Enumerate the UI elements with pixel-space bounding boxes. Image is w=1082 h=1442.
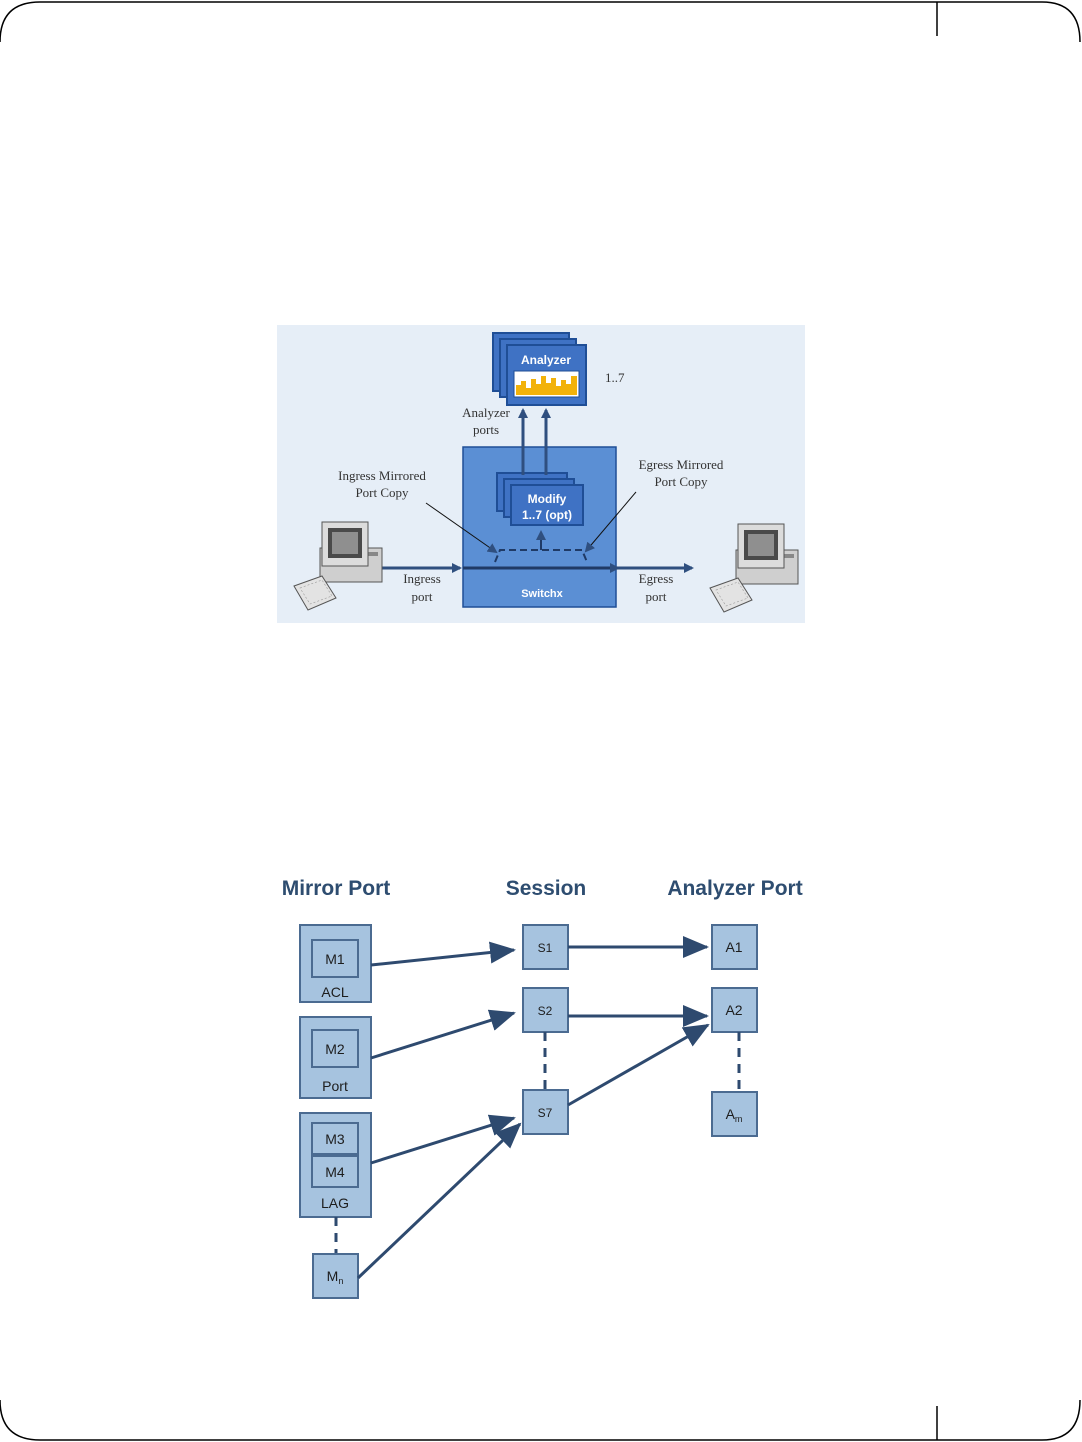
ingress-callout-line <box>425 502 498 554</box>
analyzer-a2 <box>711 987 758 1033</box>
analyzer-count: 1..7 <box>605 370 625 385</box>
modify-label-line1: Modify <box>528 492 567 506</box>
switch-label: Switchx <box>521 588 563 600</box>
analyzer-am <box>711 1091 758 1137</box>
mirror-port-m1-label: M1 <box>325 951 345 967</box>
egress-computer-icon <box>709 523 799 613</box>
analyzer-a2-label: A2 <box>725 1002 742 1018</box>
arrow-m2-to-s2 <box>370 1009 516 1060</box>
ingress-computer-icon <box>293 521 383 611</box>
analyzer-a1-label: A1 <box>725 939 742 955</box>
port-mirroring-figure: Analyzer 1..7 Analyzer ports Switchx Mod… <box>277 325 805 623</box>
egress-port-label-line2: port <box>646 589 667 604</box>
modify-label-line2: 1..7 (opt) <box>522 508 572 522</box>
mirror-port-m2 <box>311 1029 359 1068</box>
analyzer-label: Analyzer <box>521 353 571 367</box>
mirror-port-m2-label: M2 <box>325 1041 345 1057</box>
analyzer-a1 <box>711 924 758 970</box>
egress-mirrored-label-line2: Port Copy <box>654 474 708 489</box>
egress-mirrored-label-line1: Egress Mirrored <box>639 457 724 472</box>
analyzer-ports-label-line2: ports <box>473 422 499 437</box>
modify-stack: Modify 1..7 (opt) <box>496 472 584 526</box>
session-s1 <box>522 924 569 970</box>
mirror-port-mn <box>312 1253 359 1299</box>
mirror-port-m3 <box>311 1122 359 1155</box>
mirror-port-m1 <box>311 939 359 978</box>
mirror-port-mn-sub: n <box>338 1276 343 1286</box>
session-s2-label: S2 <box>538 1004 553 1018</box>
analyzer-stack: Analyzer <box>492 332 587 406</box>
page-bottom-border <box>0 1399 1081 1441</box>
egress-callout-line <box>584 491 637 553</box>
arrow-m1-to-s1 <box>370 941 516 967</box>
switch-box <box>462 446 617 608</box>
session-s2 <box>522 987 569 1033</box>
mirror-port-mn-label: Mn <box>327 1268 344 1286</box>
session-s1-label: S1 <box>538 941 553 955</box>
analyzer-am-base: A <box>726 1106 736 1122</box>
analyzer-ports-label-line1: Analyzer <box>462 405 510 420</box>
mirror-group-lag-label: LAG <box>321 1195 349 1211</box>
mirror-port-mn-base: M <box>327 1268 339 1284</box>
session-heading: Session <box>506 877 587 900</box>
ingress-mirrored-label-line1: Ingress Mirrored <box>338 468 426 483</box>
arrow-lag-to-s7 <box>370 1114 516 1165</box>
analyzer-am-sub: m <box>735 1114 743 1124</box>
arrow-mn-to-s7 <box>356 1122 522 1280</box>
session-s7 <box>522 1089 569 1135</box>
mirror-port-heading: Mirror Port <box>282 877 391 900</box>
arrow-s7-to-a2 <box>567 1023 710 1107</box>
mirror-group-port-label: Port <box>322 1078 348 1094</box>
mirror-group-acl-label: ACL <box>321 984 348 1000</box>
mirror-port-m4 <box>311 1155 359 1188</box>
analyzer-graph-icon <box>516 376 577 395</box>
mirror-copy-path <box>494 549 588 563</box>
ingress-port-label-line2: port <box>412 589 433 604</box>
session-mapping-figure: Mirror Port Session Analyzer Port M1 ACL… <box>282 877 803 1299</box>
mirror-port-m4-label: M4 <box>325 1164 345 1180</box>
analyzer-port-heading: Analyzer Port <box>667 877 802 900</box>
session-s7-label: S7 <box>538 1106 553 1120</box>
ingress-mirrored-label-line2: Port Copy <box>355 485 409 500</box>
egress-port-label-line1: Egress <box>639 571 674 586</box>
page-top-border <box>0 1 1081 43</box>
mirror-port-m3-label: M3 <box>325 1131 345 1147</box>
analyzer-am-label: Am <box>726 1106 743 1124</box>
ingress-port-label-line1: Ingress <box>403 571 441 586</box>
